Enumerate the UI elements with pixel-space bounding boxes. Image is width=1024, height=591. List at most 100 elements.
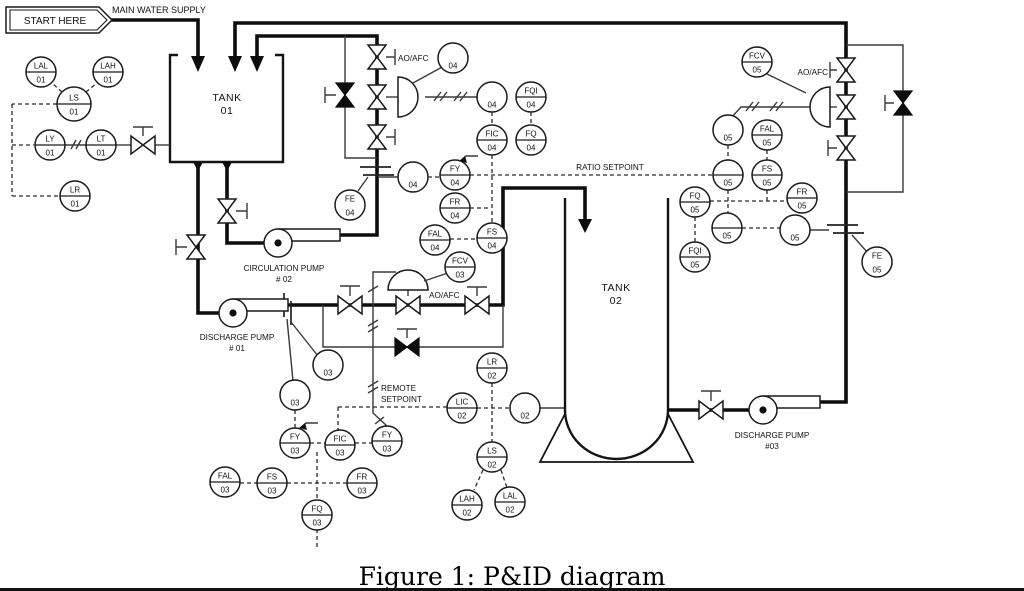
discharge-pump-01-number: # 01 xyxy=(229,344,245,353)
svg-text:FS: FS xyxy=(487,228,497,237)
instrument-05: 05 xyxy=(712,159,744,191)
instrument-LR-01: LR 01 xyxy=(59,180,91,212)
svg-text:LS: LS xyxy=(487,447,497,456)
svg-text:05: 05 xyxy=(691,261,700,270)
svg-text:FAL: FAL xyxy=(760,125,775,134)
ratio-setpoint-label: RATIO SETPOINT xyxy=(576,163,644,172)
svg-text:05: 05 xyxy=(791,234,800,243)
svg-text:FR: FR xyxy=(357,473,368,482)
svg-text:LR: LR xyxy=(70,186,80,195)
circulation-pump-label: CIRCULATION PUMP xyxy=(244,264,325,273)
control-valve-fcv04 xyxy=(367,76,419,118)
svg-text:04: 04 xyxy=(488,144,497,153)
remote-setpoint-label-1: REMOTE xyxy=(381,384,417,393)
svg-text:03: 03 xyxy=(221,486,230,495)
text-labels: MAIN WATER SUPPLY TANK 01 TANK 02 CIRCUL… xyxy=(112,5,828,451)
instrument-FQ-05: FQ 05 xyxy=(679,186,711,218)
ao-afc-label-03: AO/AFC xyxy=(429,291,460,300)
tank-02-label: TANK xyxy=(601,282,630,294)
svg-text:05: 05 xyxy=(753,66,762,75)
svg-text:01: 01 xyxy=(104,76,113,85)
figure-caption: Figure 1: P&ID diagram xyxy=(358,562,666,591)
black-valve-stems xyxy=(884,95,894,111)
tank-02-vessel xyxy=(563,198,670,461)
svg-text:03: 03 xyxy=(336,449,345,458)
svg-text:03: 03 xyxy=(268,487,277,496)
instrument-05: 05 xyxy=(779,214,811,246)
tank-02-number: 02 xyxy=(610,295,623,307)
start-here-label: START HERE xyxy=(24,16,87,27)
svg-text:LAH: LAH xyxy=(459,495,475,504)
instrument-03: 03 xyxy=(279,379,311,411)
orifice-plates xyxy=(283,166,864,325)
svg-text:FAL: FAL xyxy=(428,230,443,239)
signal-lines xyxy=(11,82,787,547)
bottom-rule xyxy=(0,588,1024,591)
svg-text:04: 04 xyxy=(409,181,418,190)
svg-text:05: 05 xyxy=(873,266,882,275)
discharge-pump-03-label: DISCHARGE PUMP xyxy=(735,431,810,440)
svg-text:FQI: FQI xyxy=(524,87,537,96)
main-water-supply-label: MAIN WATER SUPPLY xyxy=(112,5,206,15)
tank-01-number: 01 xyxy=(221,105,234,117)
instrument-04: 04 xyxy=(437,42,469,74)
svg-text:04: 04 xyxy=(451,179,460,188)
instrument-FAL-04: FAL 04 xyxy=(419,224,451,256)
svg-text:02: 02 xyxy=(521,412,530,421)
svg-text:LY: LY xyxy=(45,135,55,144)
svg-text:FY: FY xyxy=(382,431,393,440)
svg-text:02: 02 xyxy=(488,461,497,470)
svg-text:01: 01 xyxy=(71,200,80,209)
instrument-FR-03: FR 03 xyxy=(346,467,378,499)
svg-text:05: 05 xyxy=(691,206,700,215)
svg-text:04: 04 xyxy=(451,212,460,221)
svg-text:FQ: FQ xyxy=(311,505,322,514)
svg-text:FE: FE xyxy=(345,195,355,204)
svg-text:FY: FY xyxy=(290,433,301,442)
remote-setpoint-label-2: SETPOINT xyxy=(381,395,422,404)
ao-afc-label-05: AO/AFC xyxy=(798,68,829,77)
instrument-02: 02 xyxy=(509,392,541,424)
instrument-05: 05 xyxy=(711,212,743,244)
instrument-04: 04 xyxy=(397,161,429,193)
svg-text:04: 04 xyxy=(488,101,497,110)
flow-arrows xyxy=(191,56,592,233)
svg-text:FR: FR xyxy=(450,198,461,207)
svg-text:02: 02 xyxy=(506,506,515,515)
svg-text:03: 03 xyxy=(358,487,367,496)
svg-text:01: 01 xyxy=(70,108,79,117)
discharge-pump-01-label: DISCHARGE PUMP xyxy=(200,333,275,342)
discharge-pump-03-number: #03 xyxy=(765,442,779,451)
svg-text:FCV: FCV xyxy=(749,52,766,61)
svg-text:FS: FS xyxy=(762,165,772,174)
instrument-LS-01: LS 01 xyxy=(56,86,92,122)
svg-text:03: 03 xyxy=(456,271,465,280)
svg-text:04: 04 xyxy=(449,62,458,71)
svg-text:04: 04 xyxy=(431,244,440,253)
svg-text:04: 04 xyxy=(346,209,355,218)
circulation-pump-02 xyxy=(263,228,341,258)
svg-text:LS: LS xyxy=(69,94,79,103)
svg-text:FQ: FQ xyxy=(689,192,700,201)
